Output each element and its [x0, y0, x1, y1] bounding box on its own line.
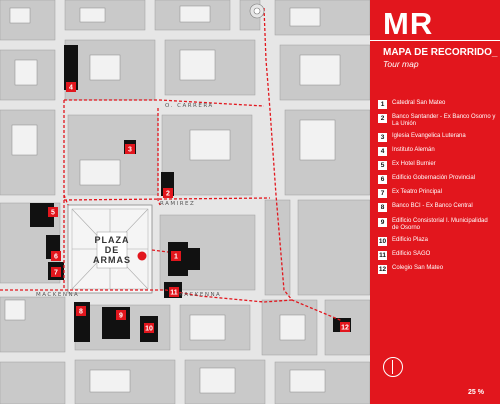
page-number: 25 % [468, 389, 484, 396]
map-marker-number: 7 [54, 270, 58, 277]
map-marker: 11 [169, 287, 179, 297]
street-label-mackenna-right: MACKENNA [178, 292, 221, 298]
map-marker: 9 [116, 310, 126, 320]
legend-item-label: Iglesia Evangelica Luterana [392, 133, 466, 139]
map-marker: 1 [171, 251, 181, 261]
map-marker-box [76, 306, 86, 316]
map-marker-box [51, 267, 61, 277]
map-marker: 3 [125, 144, 135, 154]
legend-item: 11 Edificio SAGO [378, 251, 496, 260]
plaza-label-line1: PLAZA [95, 235, 130, 245]
legend-item-label: Catedral San Mateo [392, 100, 446, 106]
map-marker: 8 [76, 306, 86, 316]
legend-item-number: 10 [378, 237, 387, 246]
map-marker-number: 5 [51, 210, 55, 217]
sidebar-panel: MR MAPA DE RECORRIDO_ Tour map 1 Catedral… [370, 0, 500, 404]
legend-item-label: Banco Santander - Ex Banco Osorno y La U… [392, 114, 496, 127]
legend-item: 8 Banco BCI - Ex Banco Central [378, 203, 496, 212]
tour-route [0, 7, 345, 329]
map-marker-box [340, 322, 350, 332]
map-marker-number: 4 [69, 85, 73, 92]
legend-item-number: 4 [378, 147, 387, 156]
map-marker: 12 [340, 322, 350, 332]
map-marker-number: 9 [119, 313, 123, 320]
tour-map: PLAZA DE ARMAS O. CARRERA RAM [0, 0, 370, 404]
legend-item: 12 Colegio San Mateo [378, 265, 496, 274]
legend-item-label: Banco BCI - Ex Banco Central [392, 203, 473, 209]
legend-item-label: Ex Teatro Principal [392, 189, 442, 195]
map-marker: 2 [163, 188, 173, 198]
map-marker-number: 6 [54, 254, 58, 261]
legend-item-label: Ex Hotel Burnier [392, 161, 436, 167]
map-marker-number: 12 [341, 325, 349, 332]
map-title: MAPA DE RECORRIDO_ [383, 47, 498, 58]
legend-item-number: 9 [378, 218, 387, 227]
brand-divider [370, 40, 500, 41]
map-marker-box [169, 287, 179, 297]
map-marker-box [144, 323, 154, 333]
legend-item-label: Edificio SAGO [392, 251, 431, 257]
map-marker: 7 [51, 267, 61, 277]
map-marker-box [171, 251, 181, 261]
legend-item: 2 Banco Santander - Ex Banco Osorno y La … [378, 114, 496, 128]
legend-item: 4 Instituto Alemán [378, 147, 496, 156]
street-label-ramirez: RAMIREZ [160, 201, 195, 207]
legend-item: 3 Iglesia Evangelica Luterana [378, 133, 496, 142]
map-marker-box [51, 251, 61, 261]
map-marker-number: 3 [128, 147, 132, 154]
plaza-label-line3: ARMAS [93, 255, 131, 265]
plaza-de-armas: PLAZA DE ARMAS [67, 204, 153, 294]
legend-item-number: 11 [378, 251, 387, 260]
map-canvas: PLAZA DE ARMAS O. CARRERA RAM [0, 0, 370, 404]
map-marker: 10 [144, 323, 154, 333]
legend-item: 7 Ex Teatro Principal [378, 189, 496, 198]
roundabout [249, 3, 265, 19]
legend-item: 6 Edificio Gobernación Provincial [378, 175, 496, 184]
compass-needle [392, 360, 393, 374]
legend-item-number: 6 [378, 175, 387, 184]
map-marker-number: 1 [174, 254, 178, 261]
map-marker-box [116, 310, 126, 320]
map-marker-number: 8 [79, 309, 83, 316]
street-label-carrera: O. CARRERA [165, 103, 214, 109]
legend-item-number: 7 [378, 189, 387, 198]
map-marker: 4 [66, 82, 76, 92]
building-outlines [4, 5, 341, 394]
map-marker: 6 [51, 251, 61, 261]
map-marker-number: 11 [170, 290, 178, 297]
legend-item-number: 8 [378, 203, 387, 212]
compass-icon [383, 357, 403, 377]
map-marker-box [48, 207, 58, 217]
legend-item-label: Edificio Plaza [392, 237, 429, 243]
legend-item-number: 3 [378, 133, 387, 142]
map-marker-number: 10 [145, 326, 153, 333]
legend-item: 9 Edificio Consistorial I. Municipalidad … [378, 218, 496, 232]
legend-item-label: Instituto Alemán [392, 147, 435, 153]
legend-item: 10 Edificio Plaza [378, 237, 496, 246]
brand-logo: MR [383, 6, 434, 41]
legend-item: 1 Catedral San Mateo [378, 100, 496, 109]
map-marker-box [66, 82, 76, 92]
legend-item-label: Edificio Consistorial I. Municipalidad d… [392, 218, 488, 231]
plaza-center-marker [137, 251, 147, 261]
legend-item-label: Edificio Gobernación Provincial [392, 175, 476, 181]
legend-item-number: 2 [378, 114, 387, 123]
legend-item-label: Colegio San Mateo [392, 265, 444, 271]
plaza-label-line2: DE [105, 245, 120, 255]
legend-item-number: 5 [378, 161, 387, 170]
map-marker-box [125, 144, 135, 154]
map-marker-number: 2 [166, 191, 170, 198]
map-subtitle: Tour map [383, 59, 419, 69]
map-marker: 5 [48, 207, 58, 217]
legend-item-number: 12 [378, 265, 387, 274]
map-marker-box [163, 188, 173, 198]
legend-item-number: 1 [378, 100, 387, 109]
street-label-mackenna: MACKENNA [36, 292, 79, 298]
legend-item: 5 Ex Hotel Burnier [378, 161, 496, 170]
